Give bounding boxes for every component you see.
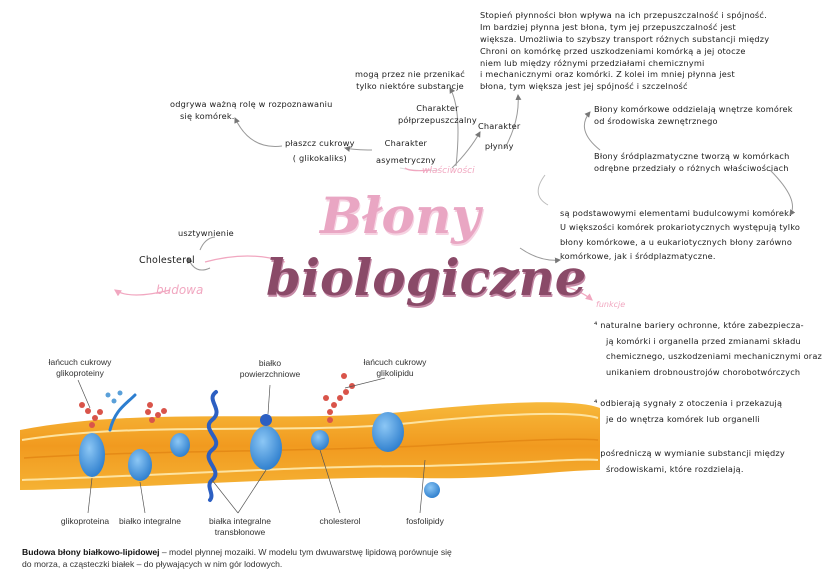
label-plaszcz-cukrowy: płaszcz cukrowy ( glikokaliks) [285, 138, 355, 164]
note-funkcja-2: ⁴ odbierają sygnały z otoczenia i przeka… [594, 398, 783, 424]
branch-funkcje: funkcje [596, 300, 626, 309]
surface-protein [260, 414, 272, 426]
note-plynnosc: Stopień płynności błon wpływa na ich prz… [480, 10, 770, 92]
title-line-2: biologiczne [266, 248, 587, 307]
label-integral-protein: białko integralne [119, 516, 181, 526]
label-glycoprotein: glikoproteina [60, 516, 110, 526]
note-selektywnosc: mogą przez nie przenikać tylko niektóre … [355, 69, 465, 92]
note-srodplazmatyczne: Błony śródplazmatyczne tworzą w komórkac… [594, 151, 790, 174]
label-phospholipids: fosfolipidy [406, 516, 444, 526]
label-cholesterol: cholesterol [319, 516, 361, 526]
note-oddzielaja: Błony komórkowe oddzielają wnętrze komór… [594, 104, 793, 127]
label-asymetryczny: Charakter asymetryczny [376, 138, 436, 166]
glycoprotein [79, 433, 105, 477]
note-rola: odgrywa ważną rolę w rozpoznawaniu się k… [170, 99, 333, 122]
note-usztywnienie: usztywnienie [178, 228, 234, 238]
bullet-marker: ⁴ [594, 320, 601, 330]
note-cholesterol: Cholesterol [139, 255, 195, 266]
label-polprzepuszczalny: Charakter półprzepuszczalny [398, 103, 477, 126]
label-surface-protein: białko powierzchniowe [239, 358, 301, 379]
title-line-1: Błony [320, 186, 481, 245]
bullet-marker: ⁴ [594, 398, 601, 408]
integral-protein [128, 449, 152, 481]
branch-wlasciwosci: właściwości [422, 166, 475, 176]
label-transmembrane-proteins: białka integralne transbłonowe [209, 516, 271, 537]
note-skladnik: są podstawowymi elementami budulcowymi k… [560, 208, 801, 262]
branch-budowa: budowa [156, 283, 204, 297]
diagram-caption: Budowa błony białkowo-lipidowej – model … [22, 547, 452, 569]
transmembrane-protein [206, 390, 219, 502]
label-plynny: Charakter płynny [478, 121, 521, 152]
label-glycolipid-chain: łańcuch cukrowy glikolipidu [363, 357, 427, 378]
note-funkcja-1: ⁴ naturalne bariery ochronne, które zabe… [594, 320, 823, 377]
label-glycoprotein-chain: łańcuch cukrowy glikoproteiny [48, 357, 112, 378]
lipid-bilayer [20, 402, 600, 490]
